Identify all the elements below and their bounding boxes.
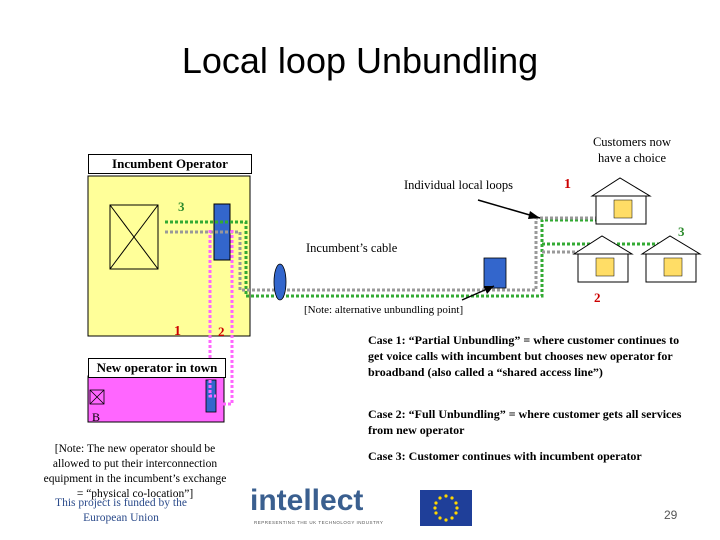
customers-choice-label: Customers now have a choice bbox=[592, 135, 672, 165]
pink-line-1 bbox=[208, 230, 216, 398]
funding-note: This project is funded by the European U… bbox=[55, 497, 187, 524]
marker-3-left: 3 bbox=[178, 199, 185, 214]
marker-1-top: 1 bbox=[564, 177, 571, 192]
slide-title: Local loop Unbundling bbox=[181, 40, 539, 81]
arrowhead-alt-unbundling bbox=[484, 286, 494, 294]
new-operator-label: New operator in town bbox=[88, 358, 226, 378]
alt-unbundling-note: [Note: alternative unbundling point] bbox=[304, 304, 464, 316]
house-top bbox=[590, 177, 652, 225]
individual-loops-label: Individual local loops bbox=[404, 178, 514, 192]
marker-1-left: 1 bbox=[174, 324, 181, 339]
interconnection-note: [Note: The new operator should be allowe… bbox=[43, 443, 227, 500]
new-operator-building bbox=[87, 375, 225, 423]
incumbent-main-frame-cross-2 bbox=[109, 204, 159, 270]
house-lower-left bbox=[572, 235, 634, 283]
cable-coil bbox=[273, 263, 287, 301]
grey-cable-line bbox=[165, 216, 600, 292]
pink-line-2 bbox=[216, 230, 234, 406]
case-3-text: Case 3: Customer continues with incumben… bbox=[368, 449, 642, 463]
marker-3-right: 3 bbox=[678, 224, 685, 239]
street-cabinet bbox=[483, 257, 507, 289]
page-number: 29 bbox=[664, 508, 678, 522]
green-loop-line bbox=[165, 218, 603, 298]
new-operator-b-label: B bbox=[92, 410, 101, 424]
arrowhead-individual-loops bbox=[528, 211, 540, 219]
marker-2-right: 2 bbox=[594, 290, 601, 305]
incumbents-cable-label: Incumbent’s cable bbox=[306, 241, 398, 255]
marker-2-left: 2 bbox=[218, 324, 225, 339]
house-lower-right bbox=[640, 235, 702, 283]
intellect-logo: intellect bbox=[250, 484, 364, 517]
eu-stars bbox=[433, 494, 459, 522]
new-operator-frame-cross-2 bbox=[89, 389, 105, 405]
case-2-text: Case 2: “Full Unbundling” = where custom… bbox=[368, 407, 682, 437]
incumbent-operator-label: Incumbent Operator bbox=[88, 154, 252, 174]
intellect-logo-tagline: REPRESENTING THE UK TECHNOLOGY INDUSTRY bbox=[254, 520, 384, 525]
case-1-text: Case 1: “Partial Unbundling” = where cus… bbox=[368, 333, 680, 379]
